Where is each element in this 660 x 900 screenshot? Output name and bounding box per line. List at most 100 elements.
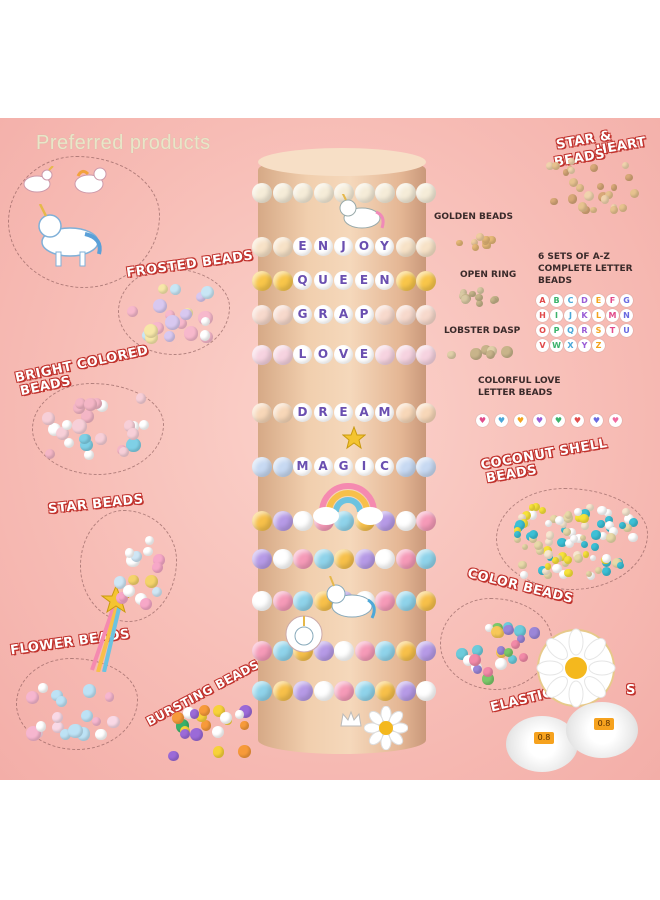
star-bead xyxy=(145,575,158,588)
bead xyxy=(293,549,313,569)
az-label-1: 6 SETS OF A-Z xyxy=(538,252,610,262)
bead xyxy=(293,511,313,531)
flower-beads-outline xyxy=(16,658,138,750)
frosted-bead xyxy=(180,308,192,321)
bead xyxy=(395,549,416,569)
frosted-bead xyxy=(183,326,198,341)
bursting-bead xyxy=(212,726,225,739)
star-heart-bead xyxy=(567,158,575,166)
az-label-3: BEADS xyxy=(538,276,572,286)
bead xyxy=(416,345,436,365)
coconut-shell-bead xyxy=(564,511,573,519)
alphabet-bead: K xyxy=(578,309,591,322)
heart-letter-bead: ♥ xyxy=(552,414,565,427)
star-bead xyxy=(152,586,162,597)
letter-bead: A xyxy=(313,457,333,476)
bead xyxy=(252,271,272,291)
rainbow-cloud-charm-icon xyxy=(312,476,384,528)
bracelet xyxy=(250,638,436,664)
coconut-shell-bead xyxy=(533,541,544,551)
coconut-shell-bead xyxy=(597,505,607,516)
alphabet-bead: F xyxy=(606,294,619,307)
golden-beads-label: GOLDEN BEADS xyxy=(434,212,513,222)
bead xyxy=(252,237,272,257)
bead xyxy=(395,237,416,257)
az-label-2: COMPLETE LETTER xyxy=(538,264,633,274)
alphabet-bead: M xyxy=(606,309,619,322)
coconut-shell-bead xyxy=(559,520,567,528)
bright-colored-bead xyxy=(42,412,55,425)
flower-bead xyxy=(80,710,93,723)
star-bead xyxy=(140,598,153,611)
letter-bead: D xyxy=(293,403,312,422)
coconut-shell-bead xyxy=(557,552,567,561)
coconut-shell-bead xyxy=(552,556,559,564)
frosted-bead xyxy=(200,286,214,299)
coconut-shell-bead xyxy=(628,518,638,528)
bursting-bead xyxy=(198,704,210,716)
bead xyxy=(395,681,416,701)
bright-colored-bead xyxy=(119,446,130,457)
bright-colored-bead xyxy=(63,437,75,449)
flower-bead xyxy=(35,721,47,732)
heart-letter-bead: ♥ xyxy=(590,414,603,427)
open-ring-label: OPEN RING xyxy=(460,270,517,280)
golden-bead xyxy=(482,235,490,244)
coconut-shell-bead xyxy=(514,536,522,544)
coconut-shell-bead xyxy=(623,523,633,533)
bead xyxy=(252,511,272,531)
star-heart-bead xyxy=(619,204,628,212)
star-beads-outline xyxy=(80,510,177,622)
letter-bead: R xyxy=(313,305,333,324)
color-bead xyxy=(482,673,494,685)
coconut-shell-bead xyxy=(628,532,638,543)
coconut-shell-bead xyxy=(594,566,603,575)
letter-bead: M xyxy=(293,457,312,476)
bracelet xyxy=(250,180,436,206)
letter-bead: U xyxy=(313,271,333,290)
coconut-shell-bead xyxy=(557,537,567,548)
coconut-shell-bead xyxy=(578,513,589,524)
bursting-bead xyxy=(219,711,232,724)
bursting-bead xyxy=(235,710,244,719)
golden-bead xyxy=(476,232,485,241)
bead xyxy=(252,403,272,423)
star-heart-bead xyxy=(551,161,560,171)
letter-bead: A xyxy=(334,305,353,324)
star-heart-bead xyxy=(610,184,617,191)
bright-colored-bead xyxy=(96,399,109,412)
flower-bead xyxy=(25,691,39,705)
bead xyxy=(395,403,416,423)
alphabet-bead: J xyxy=(564,309,577,322)
letter-bead: A xyxy=(354,403,374,422)
bracelet xyxy=(250,546,436,572)
bursting-bead xyxy=(179,728,191,740)
bead xyxy=(334,641,354,661)
frosted-bead xyxy=(200,316,211,327)
bursting-bead xyxy=(200,720,212,731)
coconut-shell-bead xyxy=(582,551,590,558)
coconut-shell-bead xyxy=(531,503,540,512)
coconut-shell-bead xyxy=(545,519,553,527)
coconut-shell-bead xyxy=(606,532,616,543)
golden-bead xyxy=(482,240,491,249)
heart-letter-bead: ♥ xyxy=(609,414,622,427)
bright-colored-bead xyxy=(81,410,94,423)
letter-bead: E xyxy=(293,237,312,256)
flower-bead xyxy=(51,711,63,723)
coconut-shell-bead xyxy=(581,522,590,531)
bursting-bead xyxy=(238,744,252,758)
star-bead xyxy=(153,553,166,566)
unicorn-charm-icon xyxy=(30,203,110,268)
bead xyxy=(416,591,436,611)
lobster-clasp xyxy=(500,345,513,358)
coconut-shell-bead xyxy=(551,563,562,574)
coconut-shell-bead xyxy=(519,570,528,579)
bright-colored-bead xyxy=(95,433,107,445)
letter-bead: E xyxy=(334,403,353,422)
coconut-beads-outline xyxy=(496,488,648,590)
